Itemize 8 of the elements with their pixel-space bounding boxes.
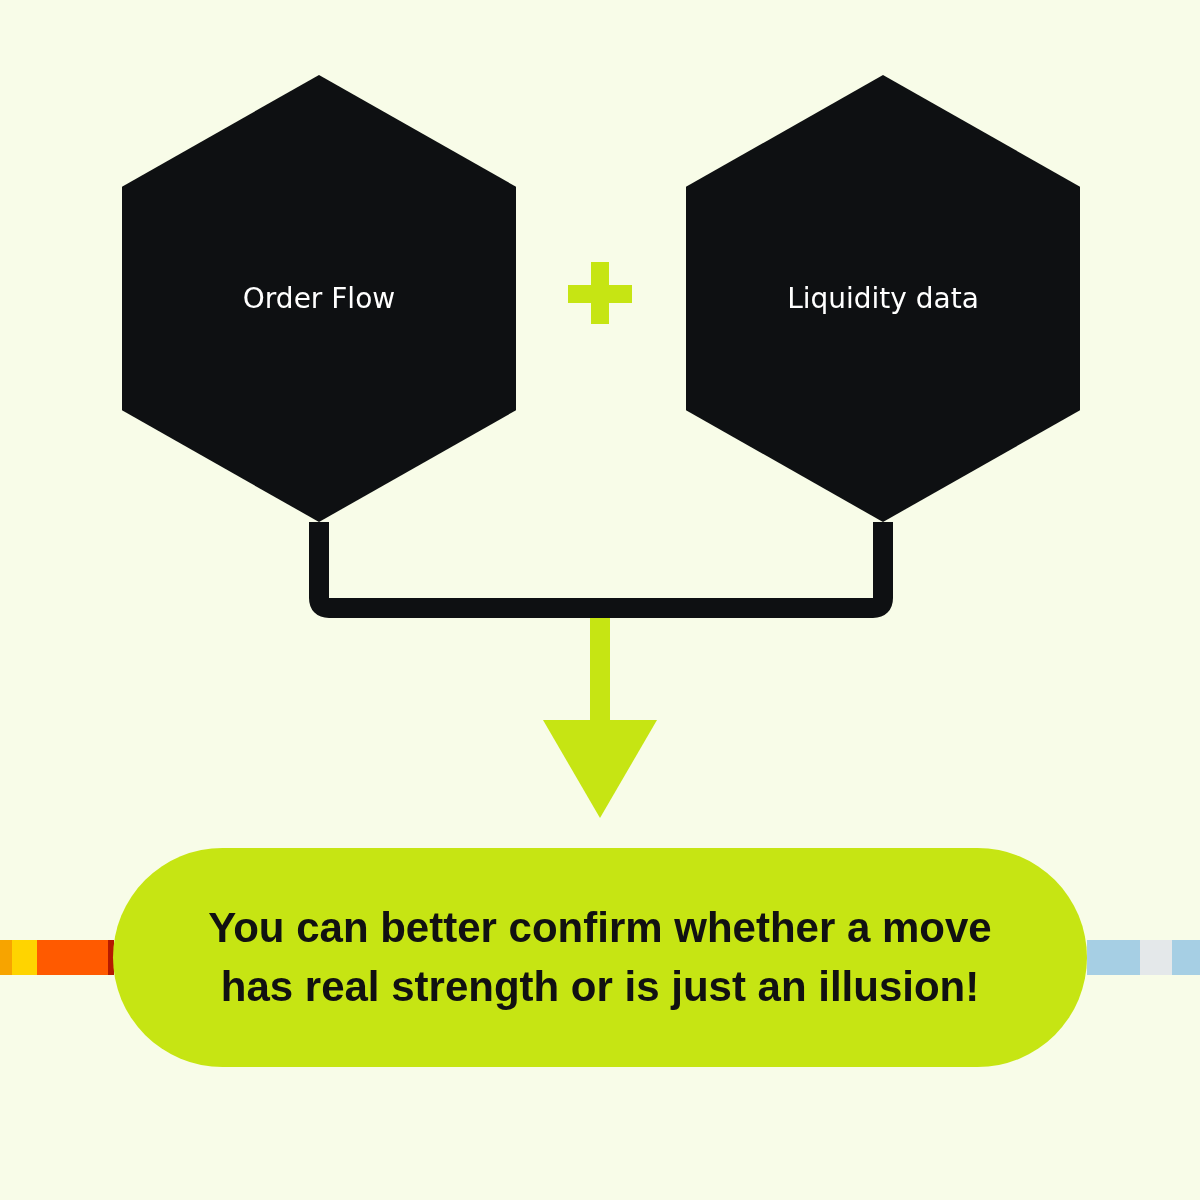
arrow	[543, 618, 657, 818]
hexagon-node	[686, 75, 1080, 522]
node-label: Liquidity data	[787, 281, 979, 316]
hexagon-node	[122, 75, 516, 522]
node-label: You can better confirm whether a move has real strength or is just an illusion!	[207, 902, 993, 1012]
node-label: Order Flow	[242, 281, 396, 316]
connector-line	[309, 522, 600, 618]
connector-line	[600, 522, 893, 618]
